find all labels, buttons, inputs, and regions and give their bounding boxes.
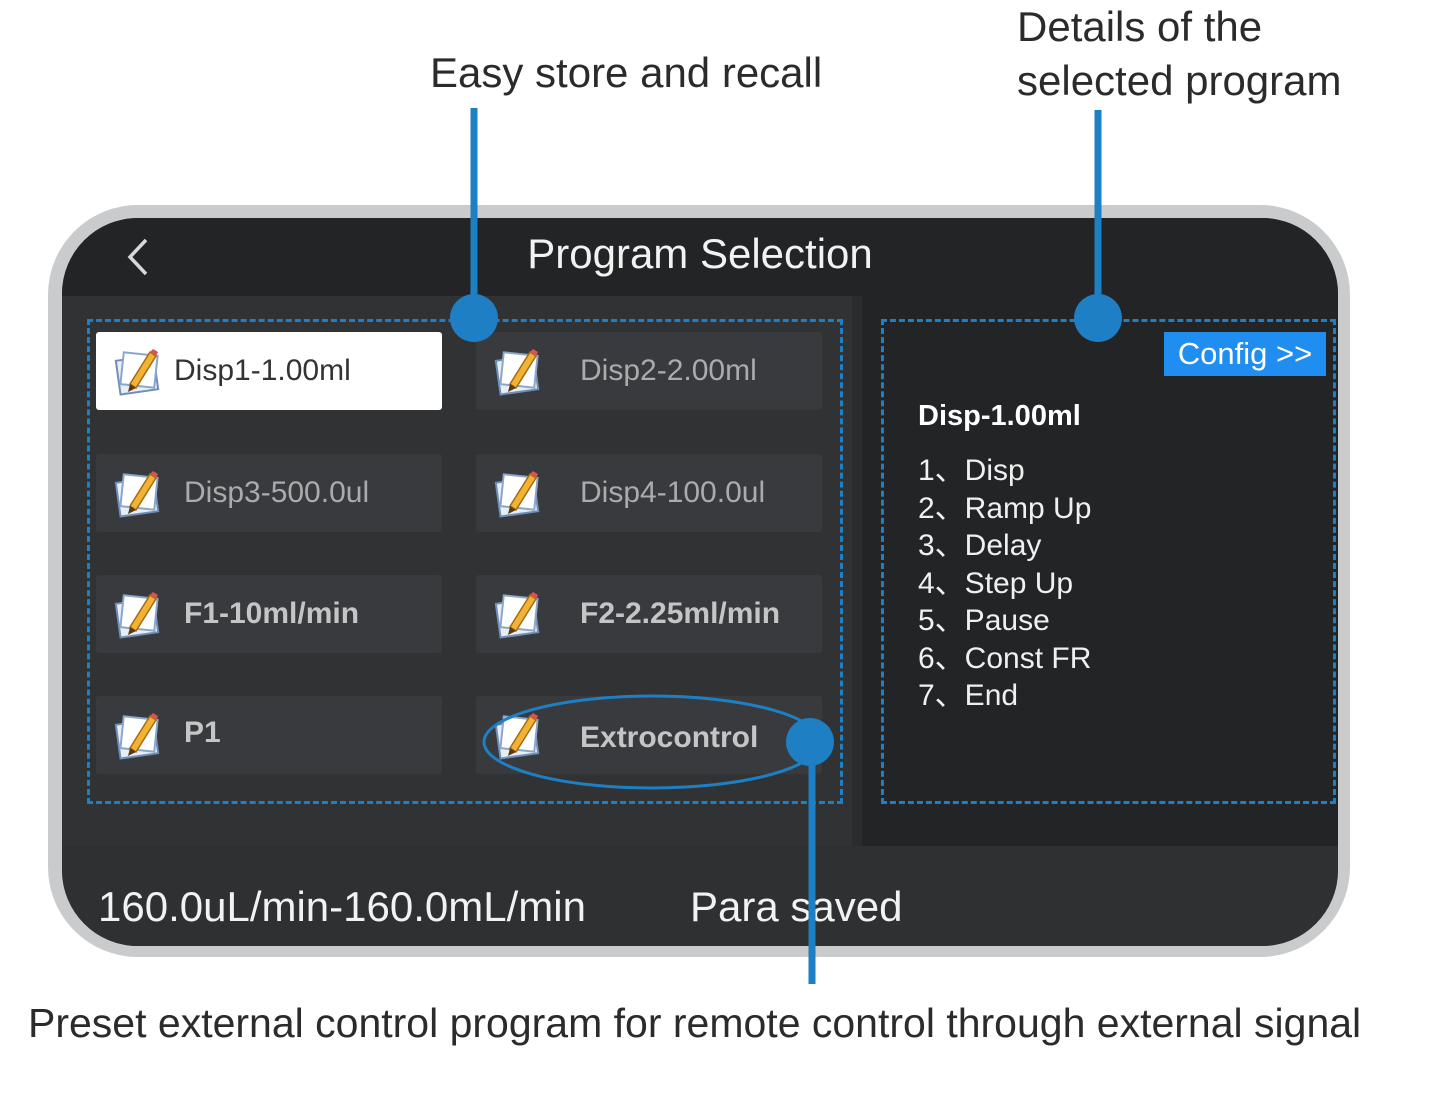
program-item-p1[interactable]: P1 — [96, 696, 442, 774]
page-title: Program Selection — [527, 230, 873, 277]
edit-document-icon — [114, 471, 160, 518]
selected-program-name: Disp-1.00ml — [918, 400, 1081, 432]
callout-details: Details of the selected program — [1017, 0, 1342, 108]
status-bar — [62, 846, 1338, 946]
flow-range-status: 160.0uL/min-160.0mL/min — [98, 883, 586, 930]
program-item-disp1[interactable]: Disp1-1.00ml — [96, 332, 442, 410]
title-bar: Program Selection — [62, 218, 1338, 296]
program-item-disp3[interactable]: Disp3-500.0ul — [96, 454, 442, 532]
program-label: P1 — [184, 716, 221, 749]
detail-highlight-box — [881, 319, 1336, 804]
program-step: 5、Pause — [918, 604, 1050, 637]
edit-document-icon — [494, 349, 540, 396]
program-step: 3、Delay — [918, 529, 1042, 562]
callout-details-line1: Details of the — [1017, 3, 1263, 50]
program-label: F2-2.25ml/min — [580, 597, 781, 630]
callout-store-recall: Easy store and recall — [430, 49, 823, 96]
program-step: 7、End — [918, 679, 1019, 712]
program-label: F1-10ml/min — [184, 597, 360, 630]
config-button[interactable]: Config >> — [1164, 332, 1326, 376]
para-saved-status: Para saved — [690, 883, 903, 930]
program-label: Disp2-2.00ml — [580, 354, 757, 387]
program-list-highlight-box — [87, 319, 843, 804]
edit-document-icon — [494, 471, 540, 518]
callout-preset-external: Preset external control program for remo… — [28, 1000, 1362, 1046]
edit-document-icon — [114, 592, 160, 639]
edit-document-icon — [114, 713, 160, 760]
program-step: 1、Disp — [918, 454, 1025, 487]
program-item-disp4[interactable]: Disp4-100.0ul — [476, 454, 822, 532]
program-item-f1[interactable]: F1-10ml/min — [96, 575, 442, 653]
program-label: Disp3-500.0ul — [184, 476, 370, 509]
edit-document-icon — [494, 592, 540, 639]
program-step-list: 1、Disp 2、Ramp Up 3、Delay 4、Step Up 5、Pau… — [918, 452, 1091, 715]
program-item-f2[interactable]: F2-2.25ml/min — [476, 575, 822, 653]
program-step: 2、Ramp Up — [918, 491, 1092, 525]
program-item-disp2[interactable]: Disp2-2.00ml — [476, 332, 822, 410]
program-label: Disp4-100.0ul — [580, 476, 766, 509]
program-step: 6、Const FR — [918, 641, 1092, 675]
edit-document-icon — [114, 349, 160, 396]
program-detail-panel — [862, 296, 1338, 846]
chevron-left-icon[interactable] — [120, 232, 160, 282]
program-step: 4、Step Up — [918, 566, 1074, 600]
program-label: Disp1-1.00ml — [174, 354, 351, 387]
callout-details-line2: selected program — [1017, 57, 1342, 104]
